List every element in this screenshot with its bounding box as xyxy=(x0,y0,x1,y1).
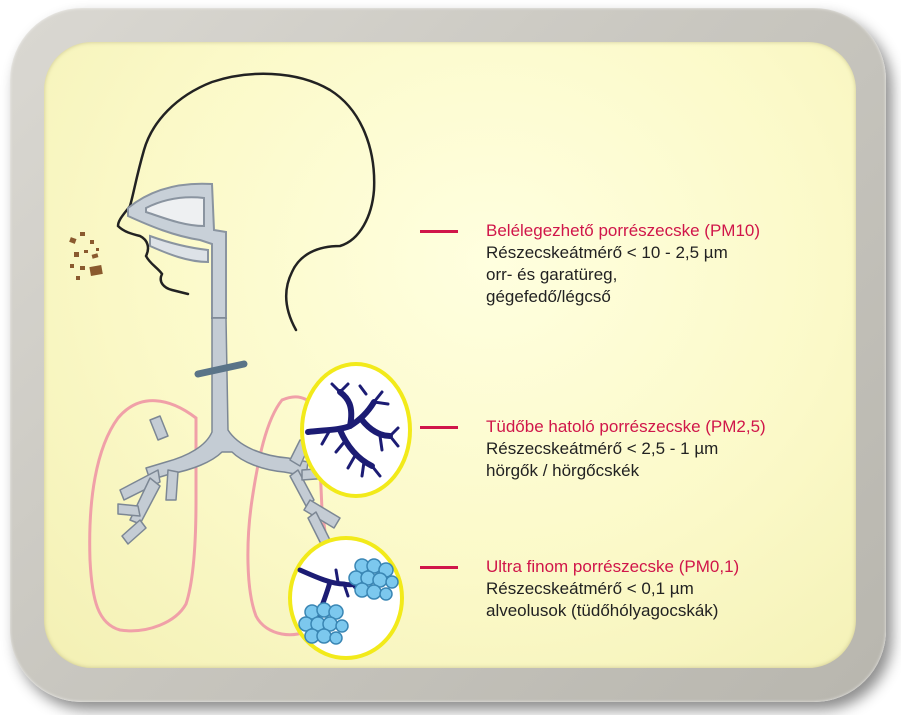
bronchioles-zoom-icon xyxy=(302,364,410,496)
legend-pm10-line-3: gégefedő/légcső xyxy=(486,286,866,308)
upper-airway xyxy=(128,184,226,318)
legend-marker-pm10 xyxy=(420,230,458,233)
legend-pm10: Belélegezhető porrészecske (PM10) Részec… xyxy=(486,220,866,308)
legend-pm25-title: Tüdőbe hatoló porrészecske (PM2,5) xyxy=(486,416,866,438)
legend-marker-pm01 xyxy=(420,566,458,569)
particles-icon xyxy=(69,232,103,280)
legend-marker-pm25 xyxy=(420,426,458,429)
legend-pm01-line-1: Részecskeátmérő < 0,1 µm xyxy=(486,578,866,600)
legend-pm25: Tüdőbe hatoló porrészecske (PM2,5) Része… xyxy=(486,416,866,482)
legend-pm10-title: Belélegezhető porrészecske (PM10) xyxy=(486,220,866,242)
legend-pm01-line-2: alveolusok (tüdőhólyagocskák) xyxy=(486,600,866,622)
alveoli-zoom-icon xyxy=(290,538,402,658)
legend-pm25-line-1: Részecskeátmérő < 2,5 - 1 µm xyxy=(486,438,866,460)
legend-pm10-line-1: Részecskeátmérő < 10 - 2,5 µm xyxy=(486,242,866,264)
legend-pm10-line-2: orr- és garatüreg, xyxy=(486,264,866,286)
larynx-marker xyxy=(198,364,244,374)
legend-pm25-line-2: hörgők / hörgőcskék xyxy=(486,460,866,482)
legend-pm01-title: Ultra finom porrészecske (PM0,1) xyxy=(486,556,866,578)
legend-pm01: Ultra finom porrészecske (PM0,1) Részecs… xyxy=(486,556,866,622)
